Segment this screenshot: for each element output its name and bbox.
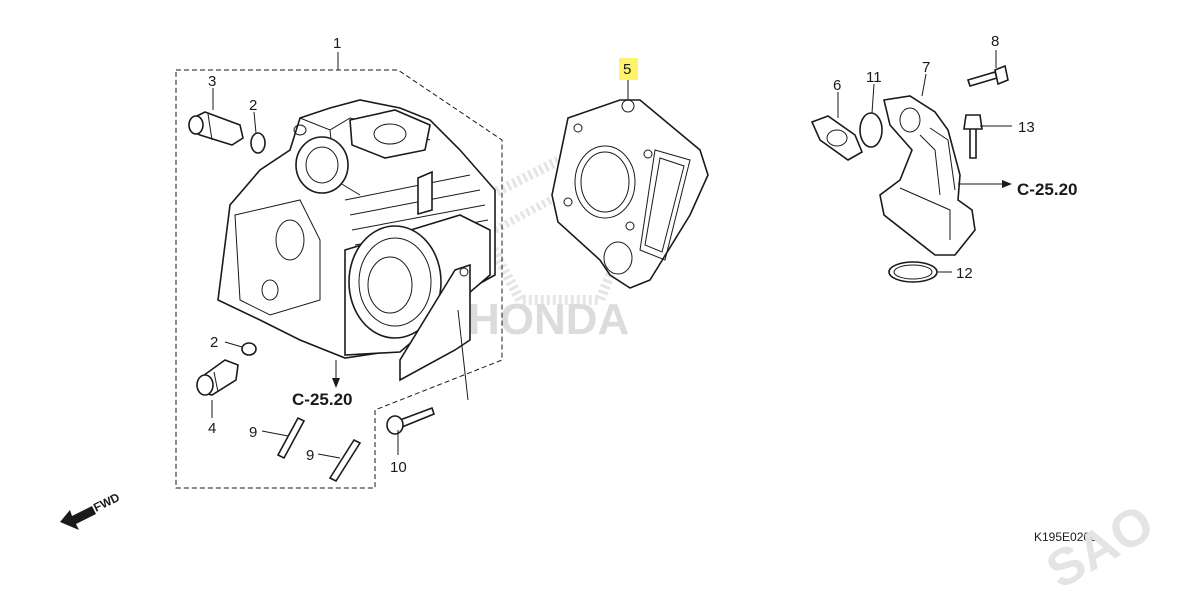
callout-2-lower: 2 (210, 334, 218, 351)
fwd-label: FWD (91, 490, 122, 515)
callout-8: 8 (991, 33, 999, 50)
part-4-insert (196, 359, 239, 396)
callout-12: 12 (956, 265, 973, 282)
watermark-text: HONDA (468, 295, 629, 344)
callout-9-lower: 9 (306, 447, 314, 464)
leader-lines (211, 50, 1012, 459)
callout-4: 4 (208, 420, 216, 437)
part-2-clip-upper (250, 132, 266, 154)
callout-9-upper: 9 (249, 424, 257, 441)
part-9-studs (276, 416, 362, 483)
callout-5: 5 (623, 61, 631, 78)
part-13-bolt (963, 114, 983, 159)
callout-5-highlight (619, 58, 638, 80)
part-7-intake-pipe (879, 95, 976, 256)
forward-arrow-icon (60, 506, 96, 530)
callout-1: 1 (333, 35, 341, 52)
callout-13: 13 (1018, 119, 1035, 136)
corner-watermark: SAO (1037, 494, 1164, 598)
callout-2-upper: 2 (249, 97, 257, 114)
callout-6: 6 (833, 77, 841, 94)
callouts: 1 2 3 2 4 9 9 10 5 6 11 7 8 13 12 (208, 33, 1035, 476)
part-5-gasket (551, 99, 709, 289)
reference-label-right: C-25.20 (1017, 180, 1077, 199)
callout-7: 7 (922, 59, 930, 76)
part-11-oring (859, 112, 883, 148)
figure-code: K195E0200 (1034, 530, 1097, 544)
callout-3: 3 (208, 73, 216, 90)
part-8-bolt (966, 64, 1009, 87)
reference-label-left: C-25.20 (292, 390, 352, 409)
cylinder-head (217, 99, 496, 382)
part-2-clip-lower (241, 342, 257, 356)
forward-direction-indicator: FWD (60, 490, 122, 530)
part-10-bolt (386, 406, 435, 435)
part-6-gasket (810, 115, 864, 161)
callout-11: 11 (866, 69, 882, 86)
assembly-boundary (175, 69, 503, 489)
part-3-insert (188, 111, 244, 146)
callout-10: 10 (390, 459, 407, 476)
